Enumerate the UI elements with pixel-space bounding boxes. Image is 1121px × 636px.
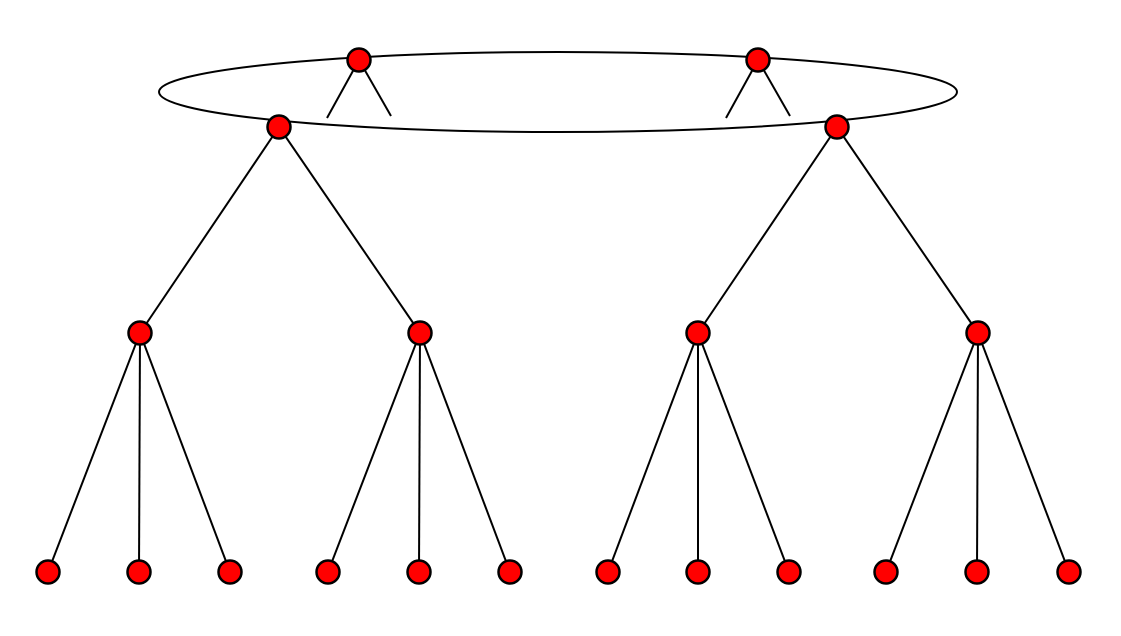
edge-left-mid-1-leaf-2 [138, 332, 141, 573]
tree-node-leaf-5 [406, 559, 432, 585]
frontier-ellipse [158, 51, 958, 133]
edge-right-mid-2-leaf-12 [977, 332, 1070, 573]
tree-node-left-mid-1 [127, 320, 153, 346]
tree-node-leaf-4 [315, 559, 341, 585]
edge-right-subtree-root-right-mid-1 [697, 126, 838, 334]
edge-right-subtree-root-right-mid-2 [836, 126, 979, 334]
edge-right-mid-1-leaf-7 [607, 332, 699, 573]
edge-right-mid-2-leaf-11 [976, 332, 979, 573]
tree-node-leaf-8 [685, 559, 711, 585]
edge-left-mid-1-leaf-1 [47, 332, 141, 573]
tree-node-frontier-node-left [346, 47, 372, 73]
tree-node-frontier-node-right [745, 47, 771, 73]
tree-node-leaf-2 [126, 559, 152, 585]
edge-left-mid-2-leaf-6 [419, 332, 511, 573]
tree-node-leaf-6 [497, 559, 523, 585]
tree-node-leaf-9 [776, 559, 802, 585]
edge-left-mid-2-leaf-4 [327, 332, 421, 573]
tree-node-leaf-10 [873, 559, 899, 585]
tree-node-left-subtree-root [266, 114, 292, 140]
tree-node-right-mid-1 [685, 320, 711, 346]
tree-node-leaf-7 [595, 559, 621, 585]
tree-node-left-mid-2 [407, 320, 433, 346]
edge-left-subtree-root-left-mid-2 [278, 126, 421, 334]
tree-node-right-mid-2 [965, 320, 991, 346]
edge-left-mid-1-leaf-3 [139, 332, 231, 573]
tree-node-leaf-1 [35, 559, 61, 585]
tree-node-leaf-12 [1056, 559, 1082, 585]
tree-node-leaf-3 [217, 559, 243, 585]
edge-right-mid-1-leaf-9 [697, 332, 790, 573]
tree-node-right-subtree-root [824, 114, 850, 140]
edge-left-subtree-root-left-mid-1 [139, 126, 280, 334]
edge-right-mid-2-leaf-10 [885, 332, 979, 573]
edge-left-mid-2-leaf-5 [418, 332, 421, 573]
tree-node-leaf-11 [964, 559, 990, 585]
